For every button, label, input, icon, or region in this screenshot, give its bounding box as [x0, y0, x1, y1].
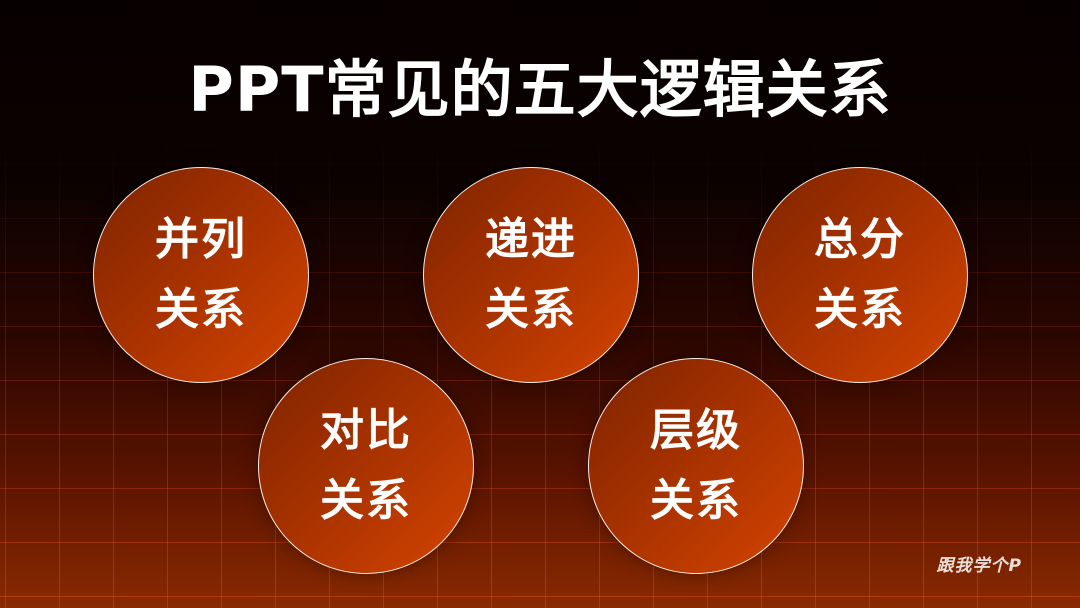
circle-label-line1: 递进 [485, 214, 577, 265]
circle-label-line1: 对比 [320, 405, 412, 456]
circle-label-line1: 并列 [155, 214, 247, 265]
circle-label-line2: 关系 [650, 475, 742, 526]
circle-label-line2: 关系 [814, 284, 906, 335]
circle-label-line2: 关系 [155, 284, 247, 335]
circle-hierarchy-relation: 层级 关系 [588, 358, 804, 574]
circle-label-line1: 层级 [650, 405, 742, 456]
circle-parallel-relation: 并列 关系 [93, 167, 309, 383]
circle-label-line1: 总分 [814, 214, 906, 265]
watermark: 跟我学个P [936, 556, 1022, 576]
circle-label-line2: 关系 [485, 284, 577, 335]
circle-contrast-relation: 对比 关系 [258, 358, 474, 574]
circle-general-specific-relation: 总分 关系 [752, 167, 968, 383]
circle-progressive-relation: 递进 关系 [423, 167, 639, 383]
slide-title: PPT常见的五大逻辑关系 [188, 53, 892, 126]
circle-label-line2: 关系 [320, 475, 412, 526]
